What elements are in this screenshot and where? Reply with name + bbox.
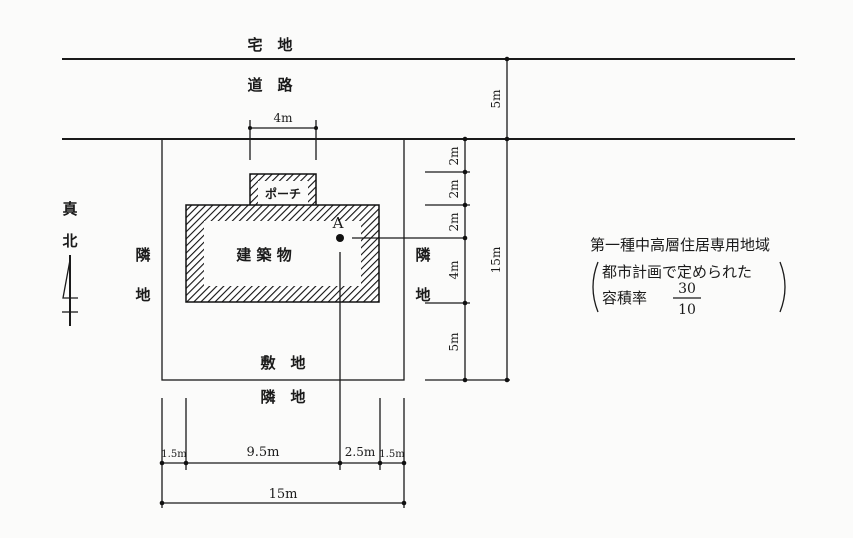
dim-right-seg-4: 4m [447,260,461,280]
label-porch: ポーチ [265,186,301,201]
dim-right-seg-2: 2m [447,179,461,199]
label-adjacent-bottom: 隣 地 [260,388,305,406]
dim-ticks-bottom [159,398,407,508]
dim-porch-width: 4m [273,111,293,125]
label-residential-top: 宅 地 [247,36,292,54]
label-road: 道 路 [247,76,293,94]
dim-road-width: 5m [489,89,503,109]
dim-bottom-seg-4: 1.5m [379,449,405,460]
far-numerator: 30 [678,281,696,297]
dim-right-seg-3: 2m [447,212,461,232]
label-site: 敷 地 [260,354,305,372]
label-point-a: A [332,214,344,232]
north-arrow-icon [62,255,78,326]
point-a-marker [336,234,344,242]
dim-bottom-seg-2: 9.5m [246,445,279,460]
label-true-north-2: 北 [62,232,77,250]
zoning-district: 第一種中高層住居専用地域 [590,236,770,254]
dim-site-width: 15m [269,487,298,502]
label-true-north-1: 真 [62,200,77,218]
label-adjacent-left-1: 隣 [135,246,150,264]
dim-right-seg-1: 2m [447,146,461,166]
label-building: 建 築 物 [236,246,291,264]
paren-right [779,261,786,313]
zoning-note: 都市計画で定められた [602,263,752,281]
dim-bottom-seg-1: 1.5m [161,449,187,460]
label-adjacent-right-1: 隣 [415,246,430,264]
dim-ticks-right [425,136,510,383]
label-adjacent-left-2: 地 [135,286,150,304]
dim-bottom-seg-3: 2.5m [345,445,376,459]
dim-site-depth: 15m [489,246,503,273]
label-adjacent-right-2: 地 [415,286,430,304]
paren-left [592,261,599,313]
dim-right-seg-5: 5m [447,332,461,352]
far-denominator: 10 [678,302,696,318]
site-boundary [161,138,405,381]
far-label: 容積率 [602,289,647,307]
